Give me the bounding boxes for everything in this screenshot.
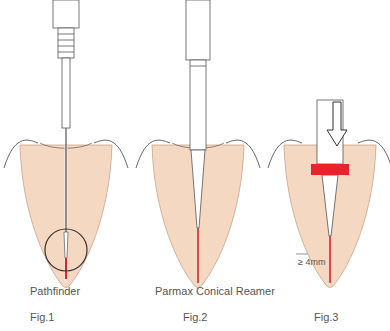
- tooth: [136, 140, 260, 287]
- reamer-instrument: [186, 0, 210, 228]
- figure-number: Fig.1: [30, 311, 54, 323]
- dimension-label: ≥ 4mm: [298, 258, 325, 268]
- pathfinder-instrument: [45, 0, 87, 279]
- instrument-label: Pathfinder: [30, 285, 80, 297]
- figure-number: Fig.2: [183, 311, 207, 323]
- instrument-label: Parmax Conical Reamer: [155, 285, 275, 297]
- post-instrument: [311, 100, 349, 175]
- figure-number: Fig.3: [314, 311, 338, 323]
